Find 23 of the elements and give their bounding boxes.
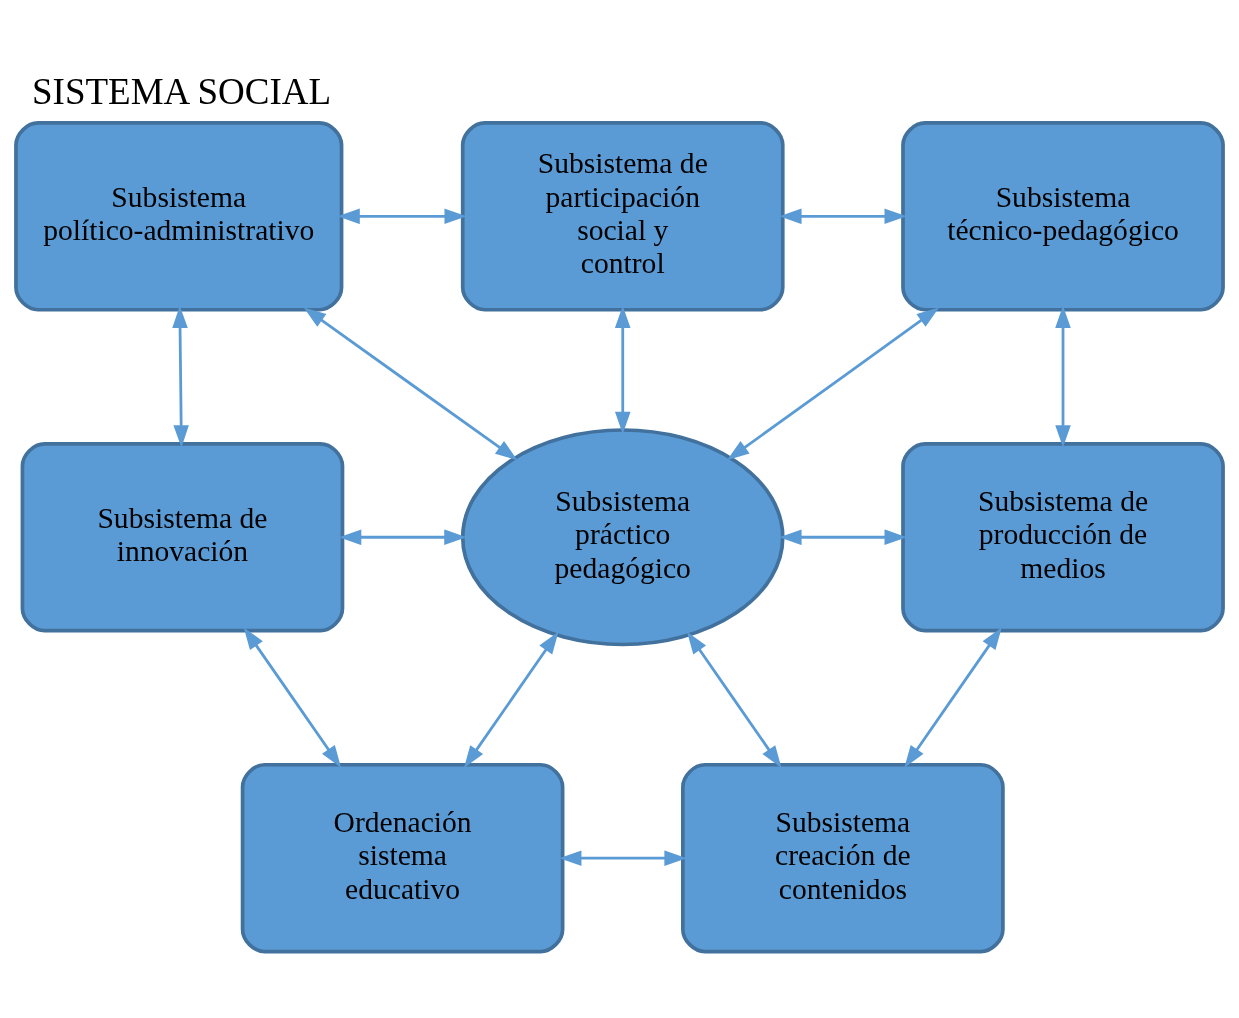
node-box: Subsistema técnico-pedagógico (901, 120, 1225, 312)
arrow (464, 631, 559, 768)
arrow (303, 307, 518, 460)
node-box: Subsistema de producción de medios (901, 441, 1225, 633)
node-ellipse: Subsistema práctico pedagógico (460, 427, 785, 646)
arrow (172, 305, 189, 447)
node-box: Ordenación sistema educativo (240, 762, 565, 953)
arrow (779, 528, 907, 545)
arrow (904, 626, 1002, 768)
node-box: Subsistema de innovación (20, 441, 345, 633)
arrow (339, 528, 467, 545)
node-box: Subsistema creación de contenidos (681, 762, 1005, 953)
node-box: Subsistema de participación social y control (460, 120, 785, 312)
arrow (337, 208, 467, 224)
arrow (727, 306, 940, 460)
arrow (779, 208, 907, 224)
arrow (559, 849, 687, 866)
node-box: Subsistema político-administrativo (14, 120, 344, 312)
arrow (614, 305, 631, 434)
diagram-title: SISTEMA SOCIAL (32, 70, 332, 112)
arrow (1055, 305, 1071, 447)
arrow (243, 626, 342, 768)
arrow (687, 631, 782, 768)
